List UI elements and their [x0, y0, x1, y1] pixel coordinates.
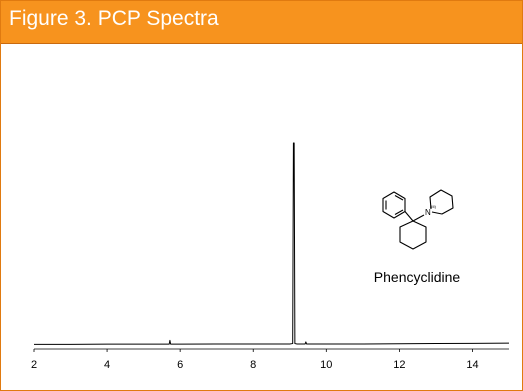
x-tick-label: 6 — [177, 359, 183, 371]
figure-title: Figure 3. PCP Spectra — [9, 7, 219, 30]
x-tick-label: 4 — [104, 359, 110, 371]
benzene-double-bond — [394, 195, 404, 201]
nitrogen-atom-label: N — [425, 208, 431, 217]
cyclohexane-ring — [399, 220, 427, 250]
x-tick-label: 14 — [466, 359, 478, 371]
x-tick-label: 10 — [320, 359, 332, 371]
chromatogram-trace — [34, 142, 510, 345]
x-tick-label: 8 — [250, 359, 256, 371]
benzene-ring — [382, 191, 406, 219]
title-bar: Figure 3. PCP Spectra — [1, 1, 522, 44]
nitrogen-charge-label: (III) — [430, 204, 437, 209]
nitrogen-bond — [412, 214, 425, 222]
trace-layer — [34, 142, 510, 345]
x-tick-label: 12 — [393, 359, 405, 371]
piperidine-ring — [429, 189, 454, 215]
x-tick-labels: 2 4 6 8 10 12 14 — [31, 349, 479, 371]
benzene-double-bond — [394, 209, 404, 215]
x-tick-label: 2 — [31, 359, 37, 371]
phencyclidine-structure — [382, 189, 454, 250]
phenyl-bond — [404, 211, 414, 222]
compound-name: Phencyclidine — [374, 269, 461, 285]
